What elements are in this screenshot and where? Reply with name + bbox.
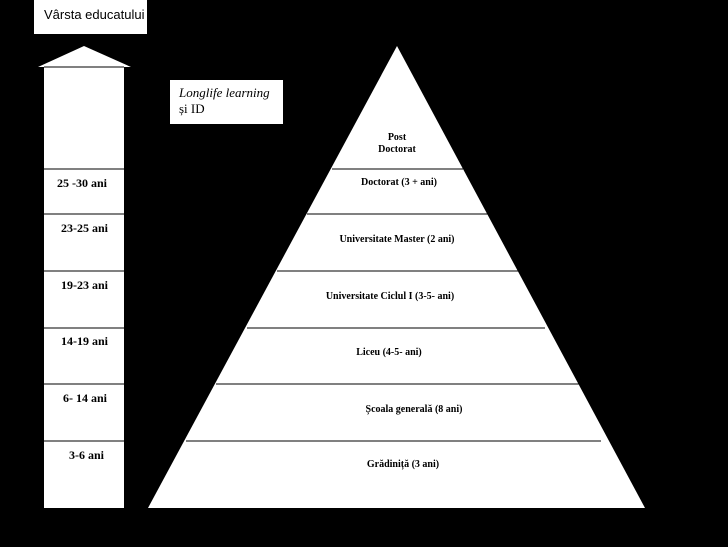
lifelong-learning-line2: și ID (179, 101, 205, 116)
pyramid-level-label: Universitate Master (2 ani) (339, 234, 454, 245)
pyramid-level-label: Post (388, 132, 407, 143)
age-label: 19-23 ani (61, 278, 109, 292)
pyramid-level-label: Grădiniță (3 ani) (367, 459, 439, 470)
age-axis-title-text: Vârsta educatului (44, 7, 145, 22)
pyramid-level-label: Universitate Ciclul I (3-5- ani) (326, 291, 454, 302)
pyramid-level-label: Școala generală (8 ani) (366, 404, 463, 415)
age-label: 3-6 ani (69, 448, 105, 462)
pyramid-level-label: Doctorat (378, 144, 416, 155)
pyramid-level-label: Doctorat (3 + ani) (361, 177, 437, 188)
age-arrow: 25 -30 ani 23-25 ani 19-23 ani 14-19 ani… (38, 46, 131, 508)
age-axis-title: Vârsta educatului (34, 0, 147, 34)
education-pyramid: Post Doctorat Doctorat (3 + ani) Univers… (148, 46, 645, 508)
lifelong-learning-line1: Longlife learning (179, 85, 270, 100)
age-label: 23-25 ani (61, 221, 109, 235)
age-arrow-shaft (44, 67, 124, 508)
pyramid-level-label: Liceu (4-5- ani) (356, 347, 422, 358)
age-label: 14-19 ani (61, 334, 109, 348)
pyramid-shape (148, 46, 645, 508)
lifelong-learning-label: Longlife learning și ID (170, 80, 283, 124)
age-label: 6- 14 ani (63, 391, 108, 405)
age-arrow-head (38, 46, 131, 67)
age-label: 25 -30 ani (57, 176, 108, 190)
